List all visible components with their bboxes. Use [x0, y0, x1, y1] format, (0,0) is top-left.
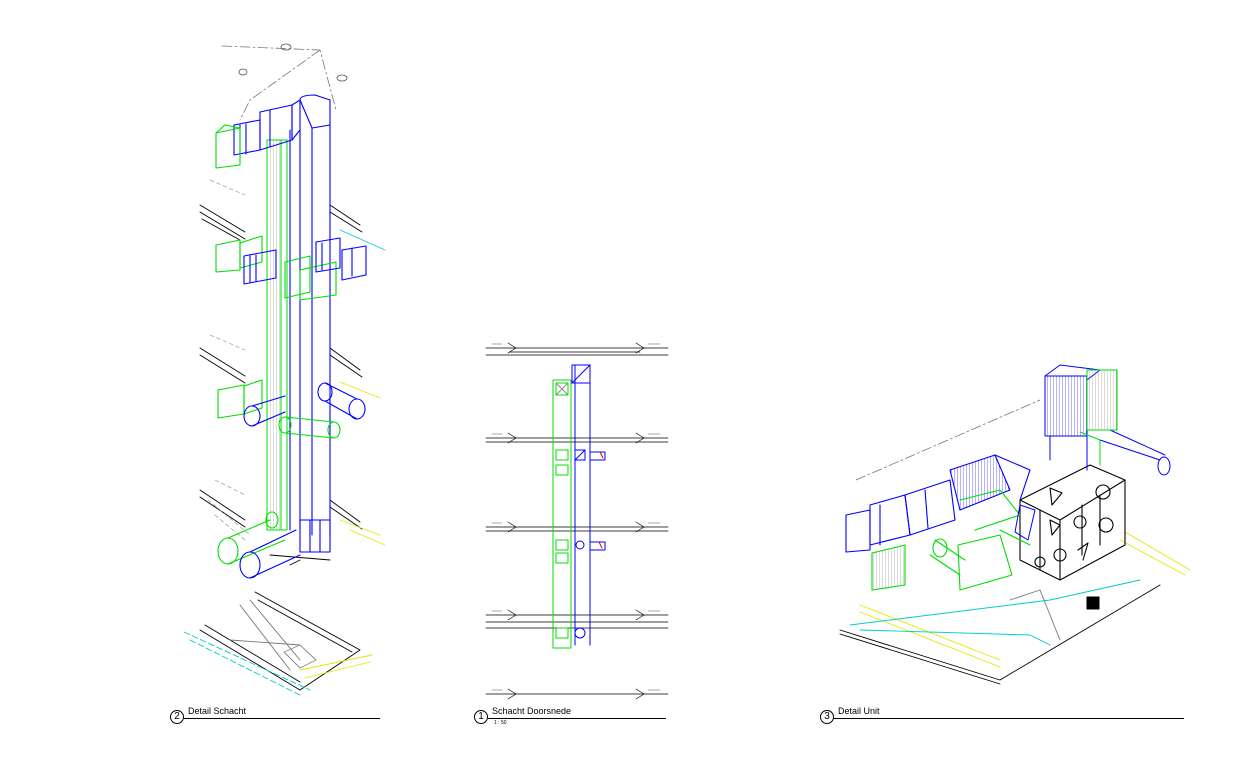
bottom-branches [217, 511, 301, 579]
riser-supply [289, 94, 331, 553]
detail-schacht-view [183, 43, 386, 696]
section-supply-shaft [571, 364, 606, 646]
view-name: Detail Schacht [188, 706, 247, 716]
roof-outline [221, 45, 337, 121]
level-lines [485, 347, 669, 695]
view-number: 1 [474, 710, 488, 724]
section-red-accent [598, 451, 604, 549]
ahu-body [1019, 464, 1126, 581]
view-title-schacht-doorsnede: 1 Schacht Doorsnede 1 : 50 [474, 706, 668, 728]
view-name: Detail Unit [838, 706, 880, 716]
view-title-detail-unit: 3 Detail Unit [820, 706, 1186, 726]
view-number: 3 [820, 710, 834, 724]
top-branch-return [215, 124, 241, 169]
floor-equipment [1086, 596, 1100, 610]
unit-roof-edge [855, 399, 1041, 481]
floor-slabs [199, 204, 363, 566]
ahu-left-ducts [845, 454, 1031, 553]
level2-branches [215, 235, 367, 301]
roof-markers [238, 43, 348, 82]
view-underline [488, 718, 666, 719]
ahu-top-return [1079, 369, 1118, 466]
level3-branches [217, 379, 366, 439]
ahu-right-return [1014, 504, 1036, 541]
ahu-left-return [871, 489, 1031, 591]
ahu-top-supply [1044, 364, 1171, 476]
unit-floor [839, 531, 1191, 685]
view-scale: 1 : 50 [494, 720, 507, 726]
riser-return [266, 139, 288, 531]
view-underline [184, 718, 380, 719]
level-markers [507, 342, 645, 700]
grid-lines [339, 229, 386, 546]
leader-lines [207, 179, 251, 541]
view-title-detail-schacht: 2 Detail Schacht [170, 706, 382, 726]
section-return-shaft [552, 379, 572, 649]
level-labels-small [491, 343, 661, 691]
view-underline [834, 718, 1184, 719]
view-number: 2 [170, 710, 184, 724]
detail-unit-view [839, 364, 1191, 685]
schacht-doorsnede-view [485, 342, 669, 700]
floor-plan [183, 591, 373, 696]
view-name: Schacht Doorsnede [492, 706, 572, 716]
